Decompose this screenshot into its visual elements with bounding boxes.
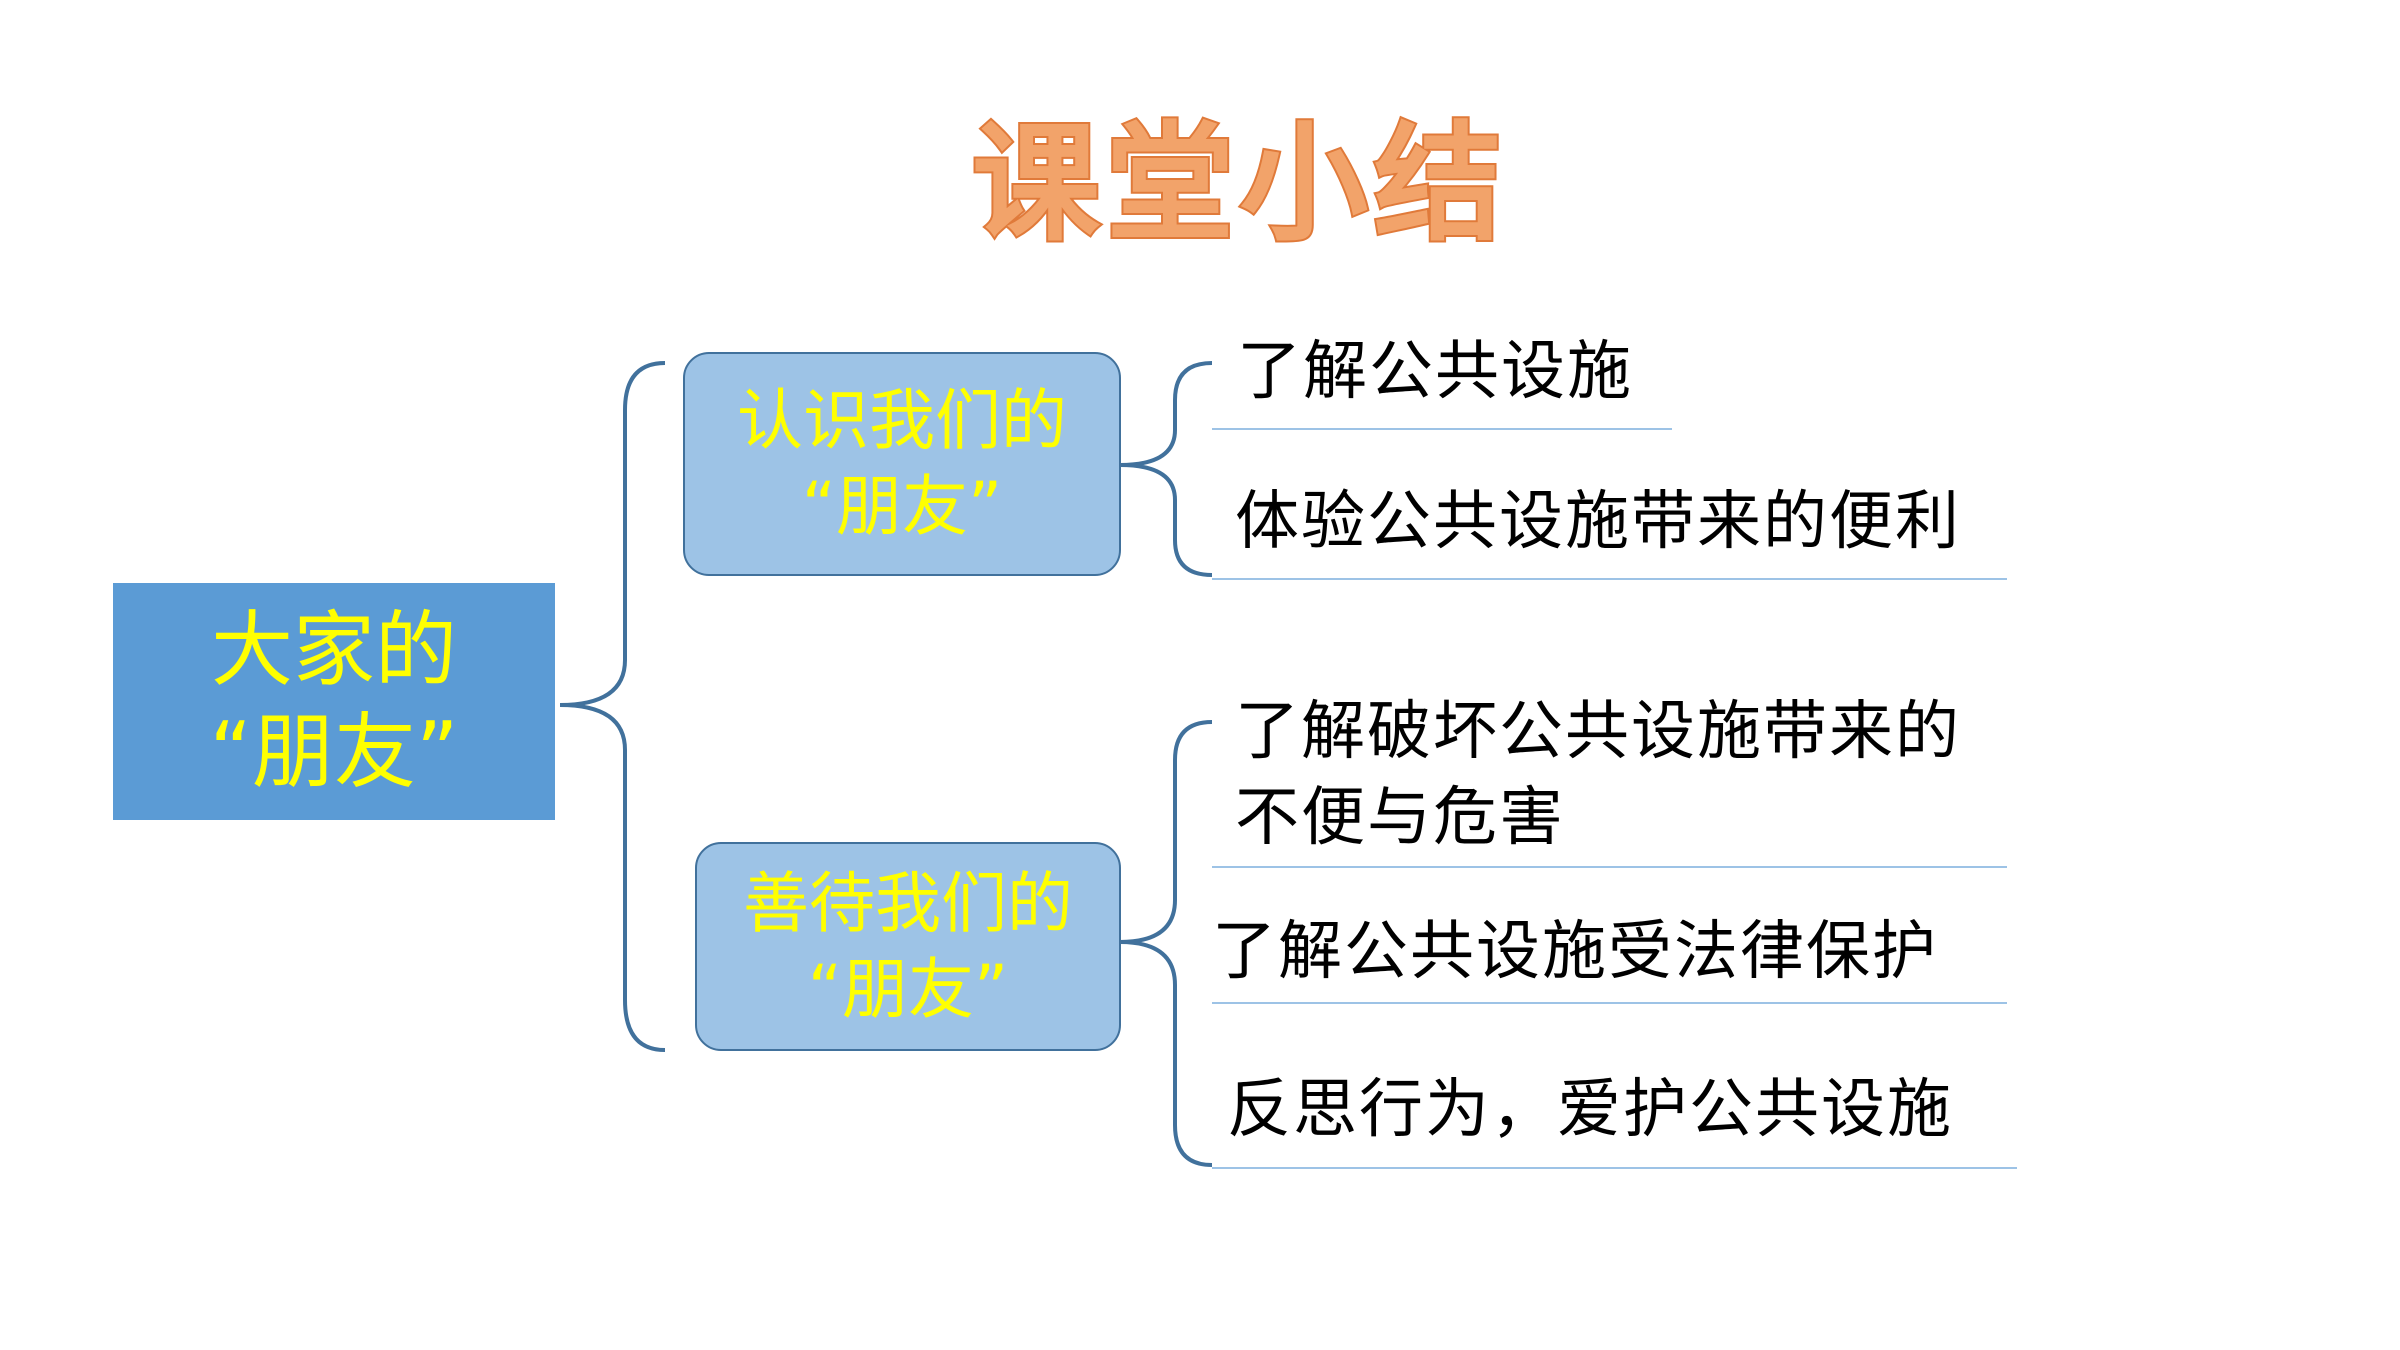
leaf-underline <box>1212 428 1672 430</box>
leaf-item-line2: 不便与危害 <box>1235 781 1565 855</box>
leaf-underline <box>1212 866 2007 868</box>
leaf-item-line1: 了解破坏公共设施带来的 <box>1235 695 1961 769</box>
leaf-item: 体验公共设施带来的便利 <box>1235 485 1961 559</box>
leaf-underline <box>1212 578 2007 580</box>
branch2-brace <box>1119 720 1213 1167</box>
leaf-item: 反思行为，爱护公共设施 <box>1227 1073 1953 1147</box>
root-label-line2: “朋友” <box>209 704 459 800</box>
leaf-underline <box>1212 1002 2007 1004</box>
leaf-item: 了解公共设施 <box>1237 335 1633 409</box>
leaf-item: 了解公共设施受法律保护 <box>1212 915 1938 989</box>
branch-node-treat: 善待我们的 “朋友” <box>695 842 1121 1051</box>
root-node: 大家的 “朋友” <box>113 583 555 820</box>
root-label-line1: 大家的 <box>210 602 457 698</box>
branch-label-line2: “朋友” <box>801 468 1003 545</box>
slide-title: 课堂小结 <box>970 108 1508 261</box>
leaf-underline <box>1212 1167 2017 1169</box>
root-brace <box>559 361 666 1052</box>
branch-label-line2: “朋友” <box>807 950 1009 1028</box>
branch-label-line1: 认识我们的 <box>737 382 1067 459</box>
branch1-brace <box>1119 361 1213 577</box>
branch-label-line1: 善待我们的 <box>743 864 1073 942</box>
branch-node-know: 认识我们的 “朋友” <box>683 352 1121 576</box>
